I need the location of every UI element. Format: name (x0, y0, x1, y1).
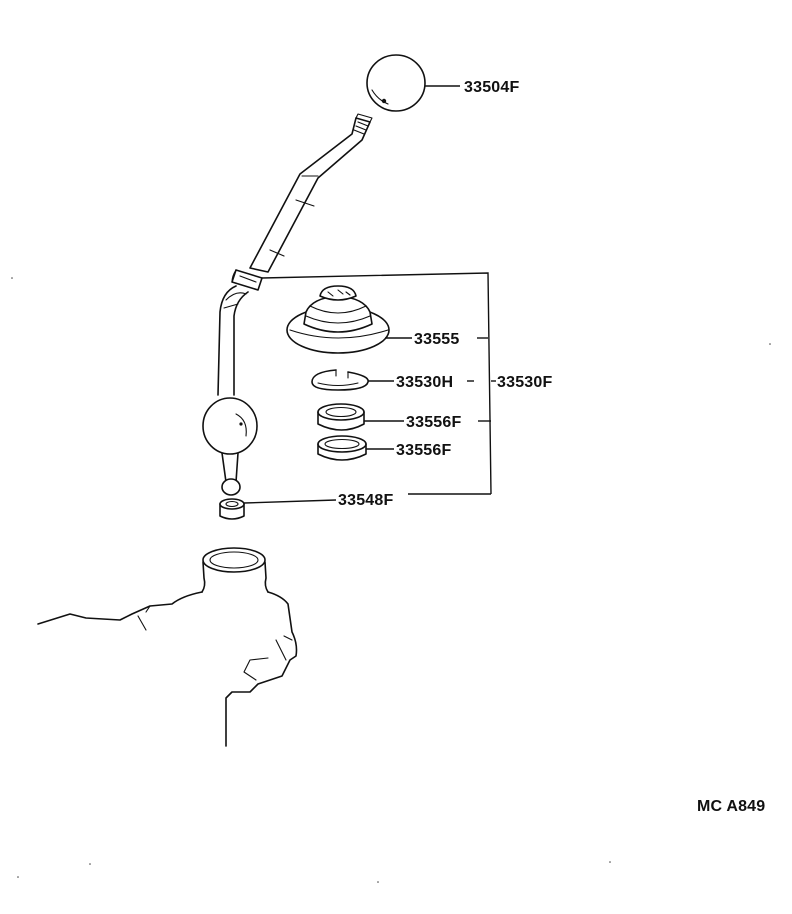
part-number-assembly: 33530F (497, 374, 552, 391)
shift-lever-lower (202, 285, 258, 496)
part-number-bushing: 33548F (338, 492, 393, 509)
bushing (219, 498, 245, 520)
snap-ring (311, 369, 369, 391)
figure-code: MC A849 (697, 798, 765, 815)
seat-lower (317, 435, 367, 461)
part-number-boot: 33555 (414, 331, 460, 348)
seat-upper (317, 403, 365, 431)
scan-specks (11, 277, 771, 883)
part-number-seat-lower: 33556F (396, 442, 451, 459)
part-number-seat-upper: 33556F (406, 414, 461, 431)
assembly-bracket (261, 272, 492, 495)
shift-knob (366, 54, 426, 112)
transmission-housing (37, 547, 298, 747)
part-number-snap-ring: 33530H (396, 374, 453, 391)
part-number-knob: 33504F (464, 79, 519, 96)
boot (286, 285, 390, 354)
leader-bushing (243, 499, 337, 504)
shift-lever-shaft (231, 113, 373, 291)
